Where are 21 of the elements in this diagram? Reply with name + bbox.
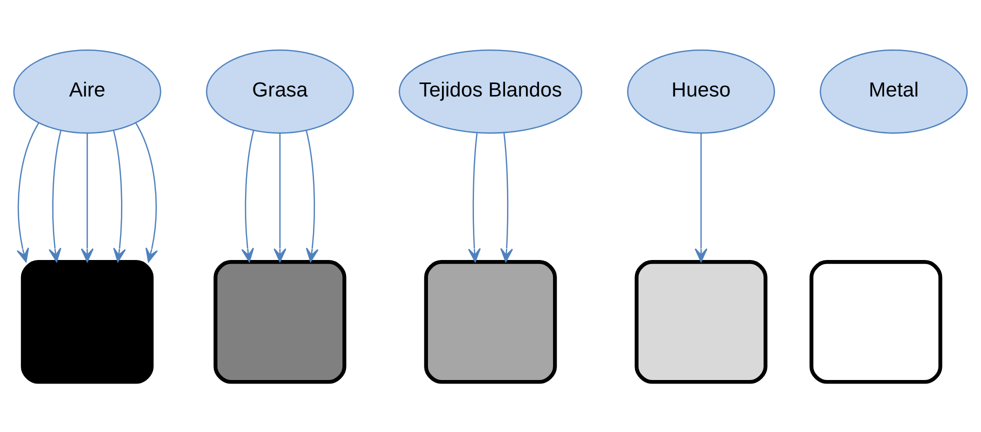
node-box bbox=[20, 260, 154, 384]
node-box bbox=[810, 260, 942, 384]
arrow bbox=[113, 130, 126, 262]
arrow bbox=[241, 130, 254, 262]
arrow bbox=[80, 133, 94, 262]
arrow bbox=[500, 132, 513, 262]
arrow bbox=[16, 122, 40, 262]
node-box bbox=[634, 260, 768, 384]
node-box bbox=[424, 260, 557, 384]
arrow bbox=[694, 133, 708, 262]
arrow bbox=[135, 122, 158, 262]
arrow bbox=[48, 130, 62, 262]
node-ellipse: Tejidos Blandos bbox=[398, 49, 582, 134]
node-ellipse: Grasa bbox=[206, 49, 354, 134]
node-ellipse: Metal bbox=[820, 49, 968, 134]
arrow bbox=[468, 132, 481, 262]
node-ellipse: Hueso bbox=[627, 49, 776, 134]
arrow bbox=[274, 133, 286, 262]
node-box bbox=[214, 260, 346, 384]
node-ellipse: Aire bbox=[13, 49, 162, 134]
arrow bbox=[306, 130, 319, 262]
